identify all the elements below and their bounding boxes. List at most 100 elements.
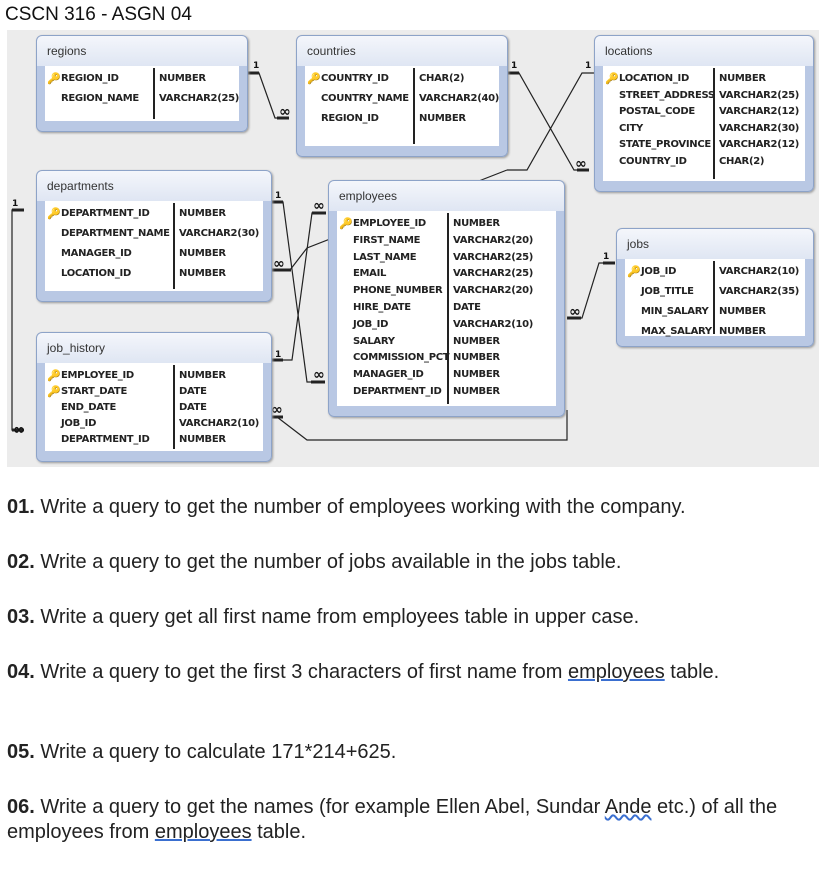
- column-type: NUMBER: [179, 268, 226, 279]
- svg-text:1: 1: [511, 61, 517, 71]
- spellcheck-word[interactable]: employees: [567, 661, 665, 683]
- column-divider: [173, 203, 175, 289]
- document-title: CSCN 316 - ASGN 04: [5, 4, 192, 25]
- primary-key-icon: 🔑: [307, 72, 321, 85]
- column-type: NUMBER: [719, 306, 766, 317]
- svg-text:1: 1: [585, 61, 591, 71]
- column-type: NUMBER: [179, 370, 226, 381]
- column-type: DATE: [453, 302, 481, 313]
- column-row[interactable]: MANAGER_ID NUMBER: [45, 245, 263, 262]
- table-name: countries: [307, 44, 356, 58]
- column-type: VARCHAR2(20): [453, 234, 534, 246]
- question-text: etc.) of all the employees from: [7, 796, 778, 843]
- column-type: VARCHAR2(40): [419, 93, 500, 104]
- column-type: NUMBER: [419, 113, 466, 124]
- svg-text:∞: ∞: [575, 156, 587, 172]
- column-type: NUMBER: [453, 369, 500, 381]
- column-type: NUMBER: [453, 218, 500, 229]
- column-name: REGION_ID: [321, 113, 379, 124]
- spellcheck-word[interactable]: Ande: [604, 796, 652, 818]
- column-name: DEPARTMENT_ID: [353, 386, 442, 397]
- svg-text:1: 1: [603, 252, 609, 262]
- column-name: EMPLOYEE_ID: [61, 370, 134, 381]
- column-type: VARCHAR2(30): [719, 122, 800, 134]
- column-divider: [173, 365, 175, 449]
- column-name: REGION_NAME: [61, 93, 139, 104]
- svg-text:∞: ∞: [313, 198, 325, 214]
- column-name: POSTAL_CODE: [619, 106, 695, 118]
- column-name: COUNTRY_ID: [619, 156, 687, 167]
- question-1: 01. Write a query to get the number of e…: [7, 495, 807, 520]
- svg-text:∞: ∞: [13, 422, 25, 438]
- svg-text:∞: ∞: [271, 402, 283, 418]
- question-number: 04.: [7, 661, 35, 683]
- question-5: 05. Write a query to calculate 171*214+6…: [7, 740, 807, 765]
- column-type: NUMBER: [719, 73, 766, 84]
- column-divider: [447, 213, 449, 404]
- column-divider: [713, 261, 715, 334]
- question-text: table.: [251, 821, 307, 843]
- column-name: SALARY: [353, 335, 395, 347]
- column-type: CHAR(2): [419, 73, 465, 84]
- svg-text:∞: ∞: [279, 104, 291, 120]
- column-name: DEPARTMENT_ID: [61, 434, 150, 445]
- question-number: 01.: [7, 496, 35, 518]
- primary-key-icon: 🔑: [339, 217, 353, 230]
- column-type: NUMBER: [719, 326, 766, 337]
- question-text: Write a query to get the names (for exam…: [40, 796, 605, 818]
- er-diagram: 1∞ 1∞ 1∞ 1∞ ∞1 1∞ ∞ 1∞ regions🔑REGION_ID…: [7, 30, 819, 467]
- column-name: COUNTRY_NAME: [321, 93, 409, 104]
- svg-text:1: 1: [253, 61, 259, 71]
- column-name: MANAGER_ID: [61, 248, 132, 259]
- table-name: locations: [605, 44, 653, 58]
- svg-text:1: 1: [275, 350, 281, 360]
- primary-key-icon: 🔑: [47, 385, 61, 398]
- column-row[interactable]: REGION_ID NUMBER: [305, 110, 499, 127]
- column-type: NUMBER: [159, 73, 206, 84]
- svg-text:∞: ∞: [273, 256, 285, 272]
- spellcheck-word[interactable]: employees: [154, 821, 252, 843]
- column-type: NUMBER: [179, 248, 226, 259]
- column-row[interactable]: COUNTRY_NAME VARCHAR2(40): [305, 90, 499, 107]
